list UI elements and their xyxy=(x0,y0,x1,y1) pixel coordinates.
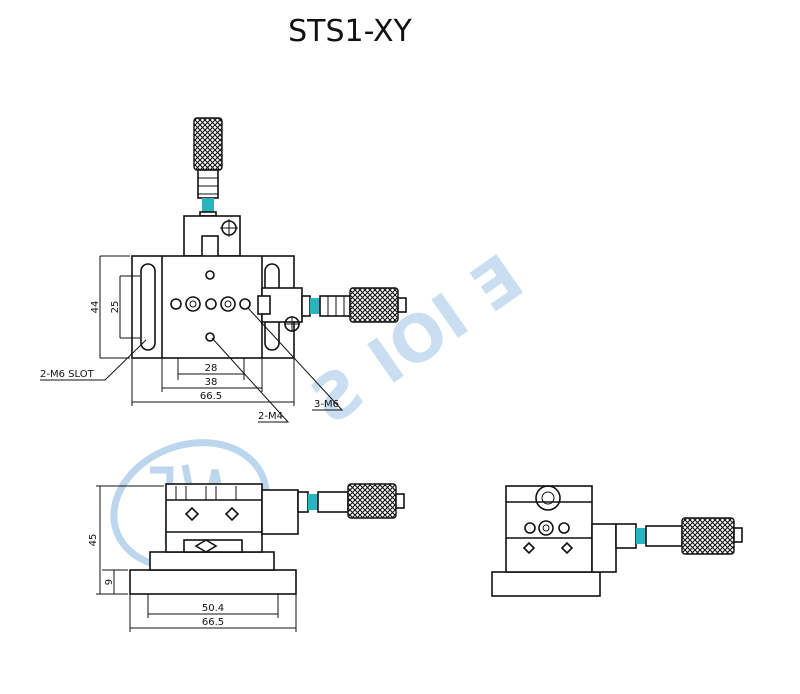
hole-pattern xyxy=(170,270,251,342)
callout-slot: 2-M6 SLOT xyxy=(40,369,95,380)
dim-height-inner: 25 xyxy=(110,301,121,314)
dim-width-outer: 66.5 xyxy=(200,391,222,402)
front-micrometer-knob xyxy=(681,517,735,555)
side-micrometer-knob xyxy=(347,483,397,519)
dim-width-inner: 28 xyxy=(205,363,218,374)
left-slot xyxy=(140,263,156,351)
dim-height-outer: 44 xyxy=(90,301,101,314)
front-base xyxy=(491,571,601,597)
vertical-micrometer-knob xyxy=(193,117,223,171)
side-view: 45 9 50.4 66.5 xyxy=(88,483,405,632)
dim-side-height: 45 xyxy=(88,534,99,547)
top-view: 44 25 28 38 66.5 2-M6 SLOT 2-M4 3-M6 xyxy=(40,117,407,423)
horizontal-micrometer-knob xyxy=(349,287,399,323)
drawing-title: STS1-XY xyxy=(288,14,412,49)
front-view xyxy=(491,485,743,597)
callout-m6: 3-M6 xyxy=(314,399,339,410)
dim-side-width-inner: 50.4 xyxy=(202,603,224,614)
side-base xyxy=(129,569,297,595)
dim-width-mid: 38 xyxy=(205,377,218,388)
dim-side-width-outer: 66.5 xyxy=(202,617,224,628)
dim-side-base: 9 xyxy=(104,579,115,585)
callout-m4: 2-M4 xyxy=(258,411,283,422)
